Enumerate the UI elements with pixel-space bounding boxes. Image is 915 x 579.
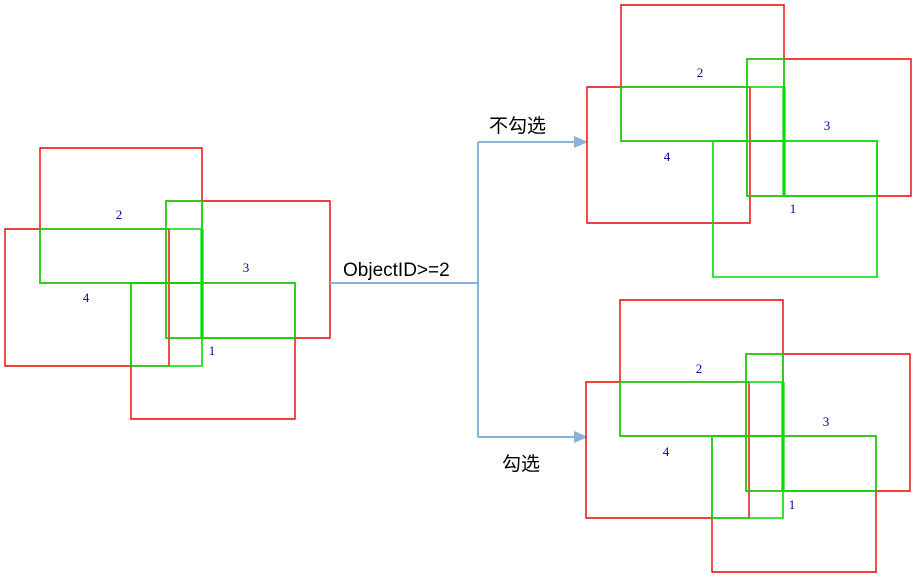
- unchecked-label-2: 2: [697, 65, 704, 80]
- source-group: 2 3 4 1: [4, 147, 331, 420]
- condition-label: ObjectID>=2: [343, 260, 450, 281]
- checked-rect-3-green: [745, 353, 877, 492]
- checked-result-group: 2 3 4 1: [585, 299, 911, 573]
- checked-label-2: 2: [696, 361, 703, 376]
- checked-rect-1-green: [711, 435, 784, 519]
- arrowhead-bottom-icon: [574, 431, 588, 443]
- source-label-2: 2: [116, 207, 123, 222]
- source-rect-1-green: [130, 282, 203, 367]
- unchecked-label-4: 4: [664, 149, 671, 164]
- unchecked-rect-1-green: [712, 140, 878, 278]
- source-rect-3-green: [165, 200, 296, 339]
- source-label-4: 4: [83, 290, 90, 305]
- source-rect-2-green: [39, 228, 203, 284]
- unchecked-rect-2-green: [620, 86, 785, 142]
- unchecked-result-group: 2 3 4 1: [586, 4, 912, 278]
- unchecked-label-3: 3: [824, 118, 831, 133]
- checked-label-4: 4: [663, 444, 670, 459]
- source-label-1: 1: [209, 343, 216, 358]
- checked-label-1: 1: [789, 497, 796, 512]
- source-label-3: 3: [243, 260, 250, 275]
- connector-group: ObjectID>=2 不勾选 勾选: [330, 115, 588, 475]
- checked-label-3: 3: [823, 414, 830, 429]
- branch-top-label: 不勾选: [489, 115, 546, 137]
- branch-bottom-label: 勾选: [502, 453, 540, 475]
- unchecked-rect-3-green: [746, 58, 878, 197]
- checked-rect-2-green: [619, 381, 784, 437]
- unchecked-label-1: 1: [790, 201, 797, 216]
- arrowhead-top-icon: [574, 136, 588, 148]
